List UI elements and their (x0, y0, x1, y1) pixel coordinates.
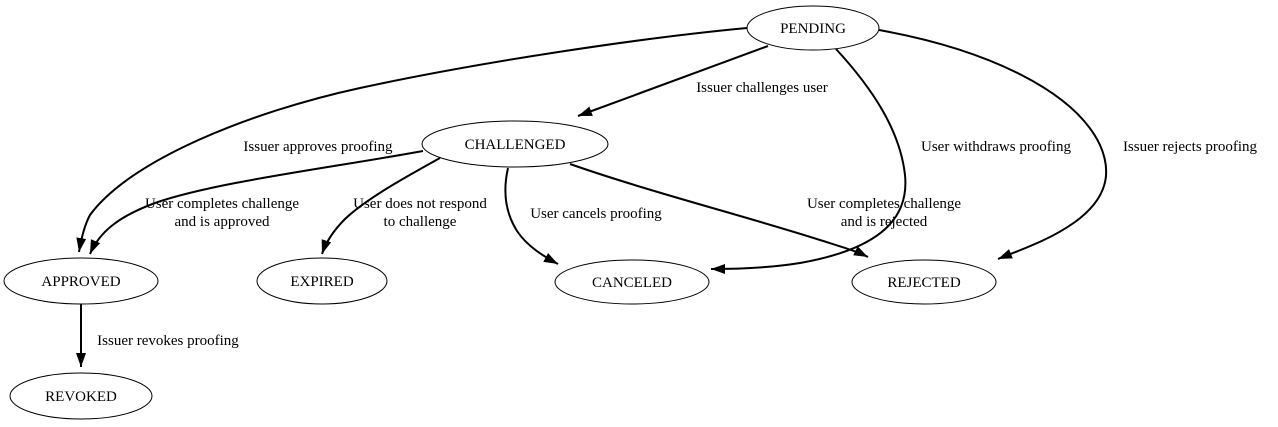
node-pending-ellipse (746, 5, 880, 51)
edge-challenged-to-expired (321, 157, 441, 255)
node-revoked-ellipse (9, 372, 153, 420)
edge-label-challenged-to-rejected-line1: User completes challenge (807, 196, 961, 212)
edge-label-challenged-to-approved-line1: User completes challenge (145, 196, 299, 212)
node-approved-ellipse (3, 257, 159, 305)
edge-label-pending-to-approved: Issuer approves proofing (243, 139, 393, 155)
edge-challenged-to-approved (89, 150, 424, 255)
node-rejected-ellipse (851, 259, 997, 305)
edges-group (76, 27, 1108, 367)
edge-pending-to-canceled (710, 48, 907, 274)
node-revoked: REVOKED (9, 372, 153, 420)
node-rejected: REJECTED (851, 259, 997, 305)
node-canceled-ellipse (554, 259, 710, 305)
node-challenged: CHALLENGED (421, 120, 609, 168)
node-expired: EXPIRED (256, 257, 388, 305)
node-revoked-label: REVOKED (45, 389, 117, 405)
node-pending: PENDING (746, 5, 880, 51)
node-rejected-label: REJECTED (887, 275, 960, 291)
edge-challenged-to-rejected (569, 163, 869, 258)
node-pending-label: PENDING (780, 21, 846, 37)
edge-label-pending-to-canceled: User withdraws proofing (921, 139, 1071, 155)
node-challenged-ellipse (421, 120, 609, 168)
edge-label-pending-to-challenged: Issuer challenges user (696, 80, 828, 96)
node-expired-ellipse (256, 257, 388, 305)
node-approved: APPROVED (3, 257, 159, 305)
edge-label-pending-to-rejected: Issuer rejects proofing (1123, 139, 1258, 155)
edge-label-challenged-to-expired-line1: User does not respond (353, 196, 487, 212)
node-canceled-label: CANCELED (592, 275, 672, 291)
edge-label-challenged-to-expired-line2: to challenge (384, 214, 457, 230)
node-canceled: CANCELED (554, 259, 710, 305)
edge-pending-to-challenged (577, 45, 769, 117)
edge-labels-group: Issuer challenges user Issuer approves p… (97, 80, 1257, 349)
edge-label-challenged-to-canceled: User cancels proofing (530, 206, 662, 222)
edge-label-challenged-to-rejected-line2: and is rejected (841, 214, 928, 230)
node-approved-label: APPROVED (41, 274, 120, 290)
nodes-group: PENDING CHALLENGED APPROVED EXPIRED CANC… (3, 5, 997, 420)
edge-challenged-to-canceled (504, 167, 559, 265)
edge-pending-to-approved (76, 27, 748, 253)
edge-label-challenged-to-approved-line2: and is approved (175, 214, 270, 230)
node-expired-label: EXPIRED (290, 274, 354, 290)
node-challenged-label: CHALLENGED (465, 137, 566, 153)
edge-pending-to-rejected (878, 29, 1108, 260)
edge-label-approved-to-revoked: Issuer revokes proofing (97, 333, 239, 349)
